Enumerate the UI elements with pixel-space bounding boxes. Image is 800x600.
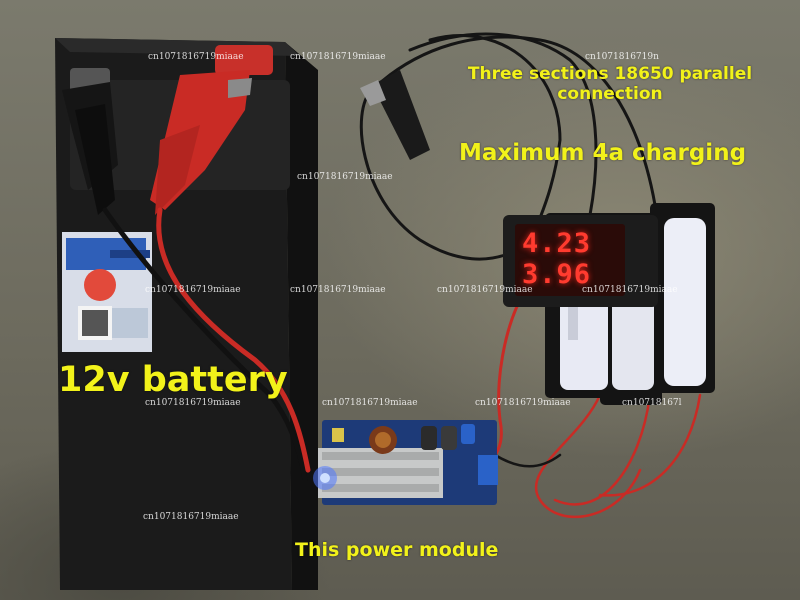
watermark: cn1071816719n [585, 52, 659, 62]
power-module-board [313, 420, 498, 505]
watermark: cn1071816719miaae [148, 52, 244, 62]
cells-annotation: Three sections 18650 parallel connection [467, 64, 753, 104]
watermark: cn1071816719miaae [297, 172, 393, 182]
watermark: cn1071816719miaae [475, 398, 571, 408]
watermark: cn1071816719miaae [582, 285, 678, 295]
battery-annotation: 12v battery [58, 360, 288, 400]
voltmeter-reading-top: 4.23 [522, 228, 592, 259]
voltmeter-device [503, 215, 658, 307]
watermark: cn1071816719miaae [290, 52, 386, 62]
watermark: cn1071816719miaae [143, 512, 239, 522]
watermark: cn1071816719miaae [437, 285, 533, 295]
wires [102, 32, 702, 519]
lead-acid-battery [55, 38, 318, 590]
module-annotation: This power module [295, 539, 499, 561]
alligator-clip [360, 70, 430, 160]
battery-terminal-clips [62, 45, 273, 215]
watermark: cn1071816719miaae [322, 398, 418, 408]
voltmeter-reading-bottom: 3.96 [522, 259, 592, 290]
watermark: cn1071816719miaae [145, 285, 241, 295]
watermark: cn1071816719miaae [290, 285, 386, 295]
charging-annotation: Maximum 4a charging [459, 140, 747, 166]
watermark: cn1071816719miaae [145, 398, 241, 408]
battery-holders [545, 203, 715, 405]
watermark: cn10718167l [622, 398, 682, 408]
